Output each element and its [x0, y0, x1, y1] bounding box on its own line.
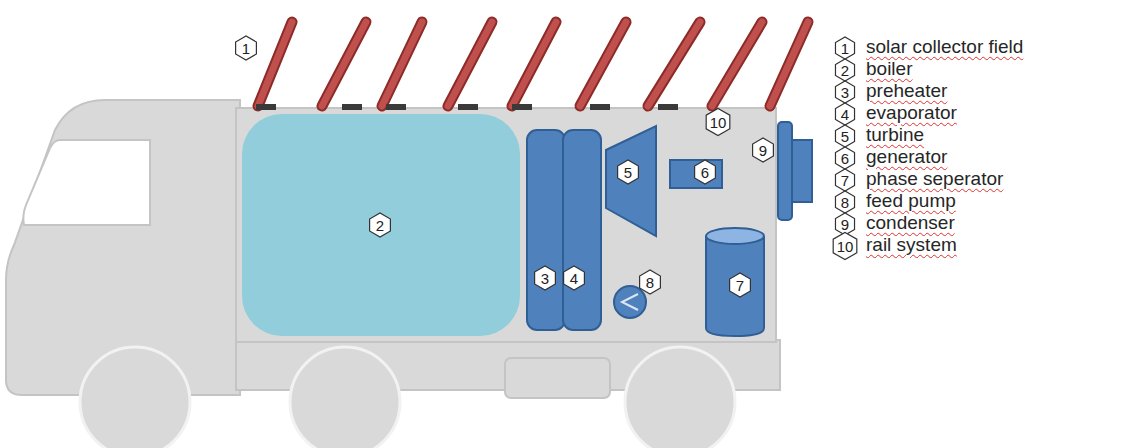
legend-text: condenser	[866, 213, 955, 234]
turbine-symbol	[606, 126, 656, 236]
callout-number: 5	[624, 165, 632, 180]
legend-text: turbine	[866, 125, 924, 146]
callout-hexagon	[835, 103, 854, 125]
callout-number: 1	[242, 41, 250, 56]
collector-tube	[770, 22, 808, 106]
collector-tube	[770, 22, 808, 106]
callout-hexagon	[535, 266, 556, 290]
callout-hexagon	[564, 266, 585, 290]
callout-number: 4	[570, 271, 578, 286]
cab-window	[23, 140, 150, 225]
phase-separator-cylinder	[706, 236, 764, 336]
legend-text: generator	[866, 147, 947, 168]
rail-mount	[658, 104, 678, 110]
callout-hexagon	[640, 270, 661, 294]
rail-mount	[386, 104, 406, 110]
collector-tube	[580, 22, 626, 106]
callout-number: 9	[841, 217, 849, 232]
collector-tube	[512, 22, 556, 106]
callout-number: 3	[841, 85, 849, 100]
legend-text: feed pump	[866, 191, 956, 212]
rail-mount	[590, 104, 610, 110]
callout-number: 7	[736, 278, 744, 293]
callout-hexagon	[236, 36, 257, 60]
collector-tube	[712, 22, 762, 106]
callout-hexagon	[706, 108, 730, 135]
condenser-fan	[790, 140, 812, 202]
callout-hexagon	[835, 191, 854, 213]
wheel	[625, 347, 735, 448]
collector-tube	[648, 22, 700, 106]
collector-tube	[322, 22, 366, 106]
phase-separator-top	[706, 228, 764, 244]
rail-mount	[256, 104, 276, 110]
callout-number: 2	[376, 218, 384, 233]
collector-tube	[512, 22, 556, 106]
container	[236, 108, 776, 342]
callout-number: 10	[710, 115, 727, 130]
legend-text: boiler	[866, 59, 912, 80]
boiler-tank	[242, 114, 520, 336]
callout-hexagon	[835, 147, 854, 169]
callout-hexagon	[835, 81, 854, 103]
callout-hexagon	[753, 138, 774, 162]
preheater-cylinder	[527, 130, 565, 330]
collector-tube	[382, 22, 422, 106]
evaporator-cylinder	[563, 130, 601, 330]
callout-hexagon	[370, 213, 391, 237]
callout-number: 7	[841, 173, 849, 188]
callout-hexagon	[618, 160, 639, 184]
callout-number: 8	[841, 195, 849, 210]
collector-tube	[580, 22, 626, 106]
pump-mark	[622, 294, 638, 310]
collector-tube	[448, 22, 492, 106]
callout-number: 6	[841, 151, 849, 166]
collector-tube	[712, 22, 762, 106]
legend-text: solar collector field	[866, 37, 1023, 58]
legend-text: preheater	[866, 81, 947, 102]
callout-hexagon	[695, 160, 716, 184]
callout-hexagon	[730, 273, 751, 297]
wheel	[290, 347, 400, 448]
callout-number: 10	[837, 239, 854, 254]
collector-tube	[448, 22, 492, 106]
callout-number: 8	[646, 275, 654, 290]
callout-number: 5	[841, 129, 849, 144]
legend-text: evaporator	[866, 103, 957, 124]
collector-tube	[258, 22, 292, 106]
callout-number: 9	[759, 143, 767, 158]
callout-hexagon	[835, 125, 854, 147]
callout-number: 2	[841, 63, 849, 78]
collector-tube	[382, 22, 422, 106]
collector-tube	[322, 22, 366, 106]
callout-number: 1	[841, 41, 849, 56]
collector-tube	[648, 22, 700, 106]
callout-hexagon	[835, 59, 854, 81]
rail-mount	[512, 104, 532, 110]
collector-tube	[258, 22, 292, 106]
legend-text: rail system	[866, 235, 957, 256]
callout-hexagon	[835, 169, 854, 191]
chassis-box	[505, 358, 610, 398]
wheel	[80, 347, 190, 448]
rail-mount	[342, 104, 362, 110]
feed-pump-symbol	[614, 286, 646, 318]
condenser-body	[778, 122, 792, 220]
generator-symbol	[670, 160, 722, 188]
rail-mount	[458, 104, 478, 110]
callout-number: 4	[841, 107, 849, 122]
callout-number: 6	[701, 165, 709, 180]
callout-number: 3	[541, 271, 549, 286]
callout-hexagon	[833, 232, 857, 259]
legend-text: phase seperator	[866, 169, 1003, 190]
callout-hexagon	[835, 37, 854, 59]
